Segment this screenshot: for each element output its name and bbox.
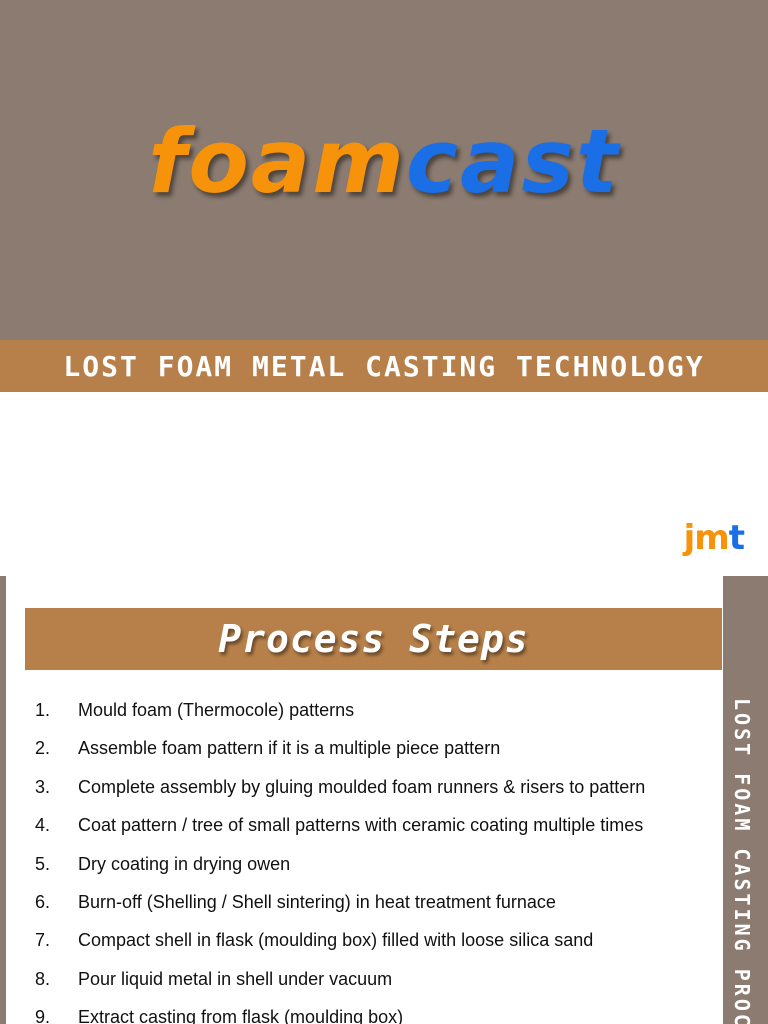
hero-banner: foamcast [0, 0, 768, 340]
step-text: Coat pattern / tree of small patterns wi… [78, 815, 644, 836]
jmt-logo-part-b: t [728, 518, 745, 558]
step-text: Complete assembly by gluing moulded foam… [78, 776, 646, 797]
step-number: 7. [35, 930, 51, 951]
step-text: Dry coating in drying owen [78, 853, 291, 874]
step-number: 3. [35, 776, 51, 797]
subtitle-band: LOST FOAM METAL CASTING TECHNOLOGY [0, 340, 768, 392]
left-edge-bar [0, 576, 6, 1024]
logo-part-cast: cast [405, 110, 620, 213]
step-text: Assemble foam pattern if it is a multipl… [78, 738, 501, 759]
step-item: 3. Complete assembly by gluing moulded fo… [0, 777, 720, 815]
step-text: Mould foam (Thermocole) patterns [78, 700, 355, 720]
process-steps-list: 1. Mould foam (Thermocole) patterns 2. Ass… [0, 700, 720, 1024]
step-item: 5. Dry coating in drying owen [0, 854, 720, 892]
jmt-logo: jmt [683, 518, 745, 558]
step-item: 7. Compact shell in flask (moulding box) … [0, 930, 720, 968]
side-bar: LOST FOAM CASTING PROCESS [723, 576, 768, 1024]
step-number: 9. [35, 1007, 51, 1024]
subtitle-text: LOST FOAM METAL CASTING TECHNOLOGY [63, 349, 705, 383]
step-item: 4. Coat pattern / tree of small patterns … [0, 815, 720, 853]
process-steps-slide: Process Steps 1. Mould foam (Thermocole) … [0, 576, 768, 1024]
step-number: 2. [35, 738, 51, 759]
step-text: Compact shell in flask (moulding box) fi… [78, 930, 594, 951]
step-text: Extract casting from flask (moulding box… [78, 1007, 404, 1024]
step-item: 2. Assemble foam pattern if it is a multi… [0, 738, 720, 776]
slide-title: Process Steps [218, 617, 529, 661]
step-number: 1. [35, 700, 51, 720]
step-item: 8. Pour liquid metal in shell under vacuu… [0, 969, 720, 1007]
title-band: Process Steps [25, 608, 722, 670]
step-number: 4. [35, 815, 51, 836]
step-item: 1. Mould foam (Thermocole) patterns [0, 700, 720, 738]
step-number: 8. [35, 968, 51, 989]
side-label: LOST FOAM CASTING PROCESS [730, 698, 754, 1024]
step-text: Burn-off (Shelling / Shell sintering) in… [78, 891, 556, 912]
title-slide: foamcast LOST FOAM METAL CASTING TECHNOL… [0, 0, 768, 558]
step-text: Pour liquid metal in shell under vacuum [78, 968, 393, 989]
step-number: 5. [35, 853, 51, 874]
step-item: 9. Extract casting from flask (moulding b… [0, 1007, 720, 1024]
jmt-logo-part-a: jm [683, 518, 730, 558]
step-item: 6. Burn-off (Shelling / Shell sintering) … [0, 892, 720, 930]
foamcast-logo: foamcast [0, 118, 768, 206]
step-number: 6. [35, 891, 51, 912]
logo-part-foam: foam [148, 110, 406, 213]
